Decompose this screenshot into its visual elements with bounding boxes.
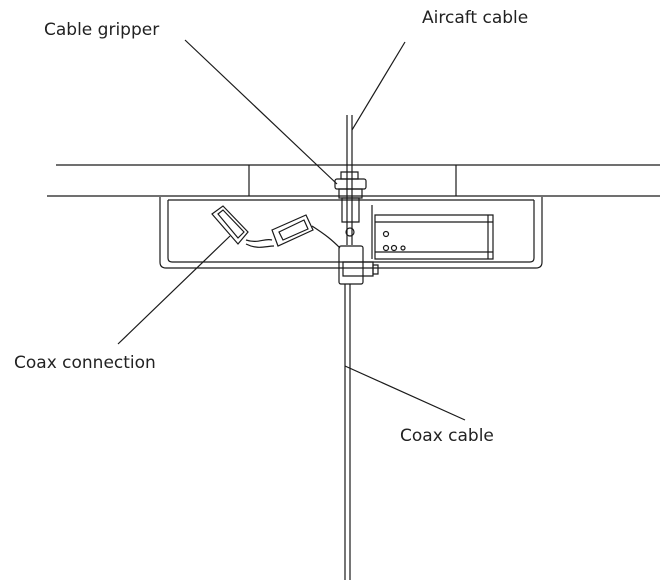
label-coax-connection: Coax connection [14,353,156,373]
rail-module [375,215,493,259]
housing-inner [168,200,534,262]
leader-cable-gripper [185,40,337,184]
coax-connector-2 [272,215,313,246]
leader-coax-connection [118,236,230,344]
coax-connector-1 [212,206,248,244]
label-cable-gripper: Cable gripper [44,20,160,40]
label-aircraft-cable: Aircaft cable [422,8,529,28]
coax-wire-2 [246,244,274,247]
label-coax-cable: Coax cable [400,426,494,446]
gripper-top-nut [341,172,358,179]
lower-clamp-screw [373,265,378,274]
rail-hole-3 [390,244,398,252]
lower-clamp [339,246,363,284]
gripper-pin [345,227,355,237]
leader-aircraft-cable [352,42,405,130]
housing-outer [160,197,542,268]
gripper-collar [342,198,359,222]
coax-wire-1 [246,240,272,242]
rail-hole-1 [382,230,390,238]
gripper-body [335,179,366,189]
coax-wire-3 [312,226,340,248]
rail-hole-2 [382,244,390,252]
rail-hole-4 [400,245,406,251]
leader-coax-cable [345,366,465,420]
gripper-lower-nut [339,189,362,198]
lower-clamp-band [343,262,373,276]
